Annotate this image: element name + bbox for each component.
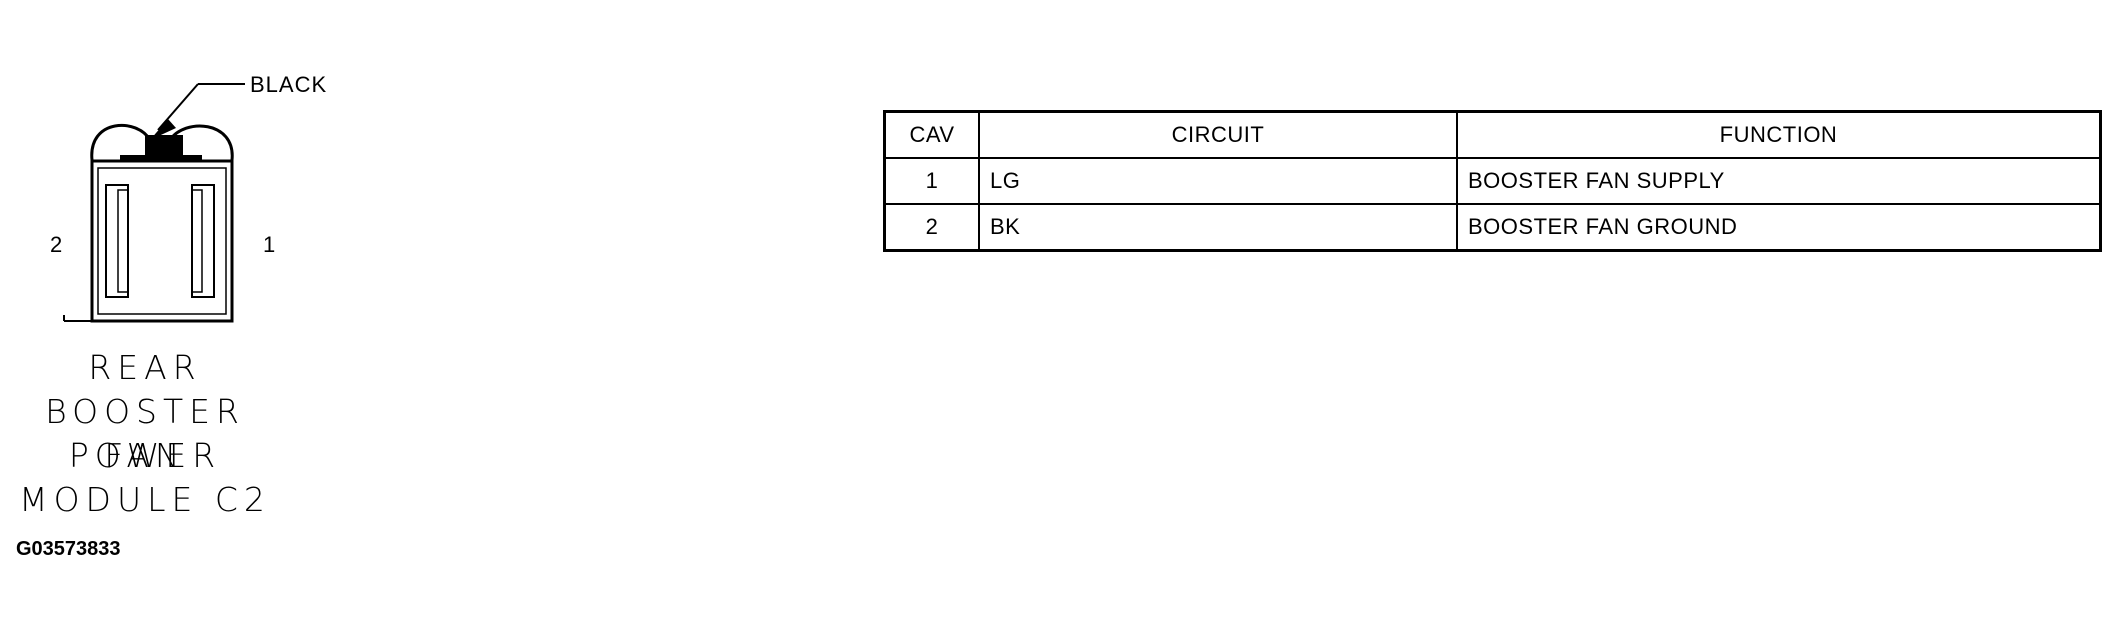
header-function: FUNCTION — [1456, 110, 2102, 159]
connector-caption-line-4: MODULE C2 — [19, 480, 271, 519]
cell-function: BOOSTER FAN SUPPLY — [1456, 157, 2102, 205]
table-row: 2 BK BOOSTER FAN GROUND — [883, 203, 2102, 252]
connector-caption-line-1: REAR — [88, 348, 202, 387]
callout-arrowhead — [150, 119, 176, 140]
connector-housing-inner — [97, 167, 227, 315]
callout-arrow-shaft — [157, 83, 199, 131]
table-row: 1 LG BOOSTER FAN SUPPLY — [883, 157, 2102, 205]
terminal-1-blade — [191, 189, 203, 293]
pinout-table: CAV CIRCUIT FUNCTION 1 LG BOOSTER FAN SU… — [883, 110, 2102, 252]
diagram-id: G03573833 — [16, 538, 121, 560]
cell-cav: 2 — [883, 203, 980, 252]
wire-color-callout: BLACK — [250, 72, 328, 97]
latch-left — [90, 124, 152, 161]
cell-cav: 1 — [883, 157, 980, 205]
pin-label-2: 2 — [50, 232, 64, 257]
cell-function: BOOSTER FAN GROUND — [1456, 203, 2102, 252]
header-cav: CAV — [883, 110, 980, 159]
cell-circuit: BK — [978, 203, 1458, 252]
connector-caption-line-3: POWER — [68, 436, 222, 475]
latch-right — [168, 124, 234, 161]
table-header-row: CAV CIRCUIT FUNCTION — [883, 110, 2102, 159]
connector-drawing — [63, 83, 245, 323]
connector-housing — [90, 159, 234, 323]
cell-circuit: LG — [978, 157, 1458, 205]
pin-label-1: 1 — [263, 232, 277, 257]
header-circuit: CIRCUIT — [978, 110, 1458, 159]
connector-caption-line-2: BOOSTER FAN — [45, 392, 245, 475]
terminal-2-blade — [117, 189, 129, 293]
latch-center-block — [145, 135, 183, 161]
